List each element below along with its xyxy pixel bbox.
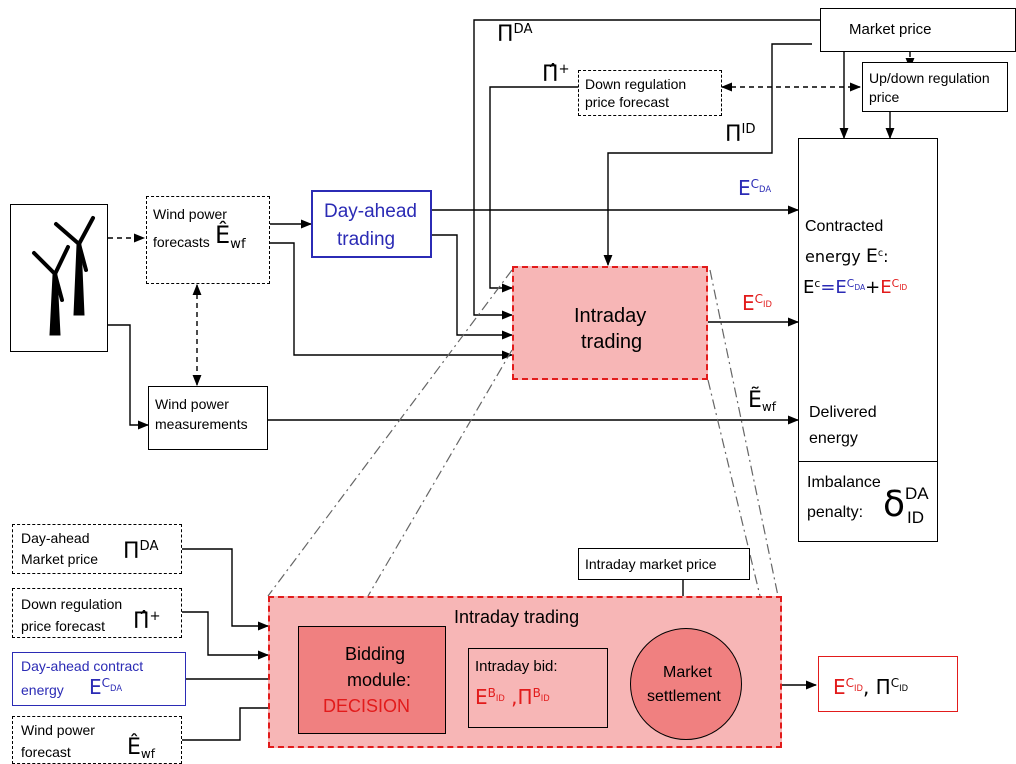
intraday-line2: trading xyxy=(581,331,643,353)
pi-id-label: ΠID xyxy=(725,122,756,147)
delta-da-id-label: δ xyxy=(883,484,906,525)
down-reg-b-line1: Down regulation xyxy=(21,596,123,612)
intraday-trading-box: Intraday trading xyxy=(512,266,708,380)
wind-measurements-box: Wind power measurements xyxy=(148,386,268,450)
wind-forecast-line2: forecasts xyxy=(153,234,210,250)
arrow-turbine-measurements xyxy=(108,324,150,430)
arrow-marketprice-pi-id xyxy=(603,43,812,267)
arrow-downreg-intraday xyxy=(489,86,578,293)
wind-forecast-line1: Wind power xyxy=(153,206,227,222)
contracted-line2: energy Ec: xyxy=(805,245,889,267)
e-tilde-wf-label: Ẽwf xyxy=(748,388,777,415)
down-reg-bottom-box: Down regulation price forecast Π̂+ xyxy=(12,588,182,638)
wind-fc-line2: forecast xyxy=(21,744,71,760)
pi-da-bottom-label: ΠDA xyxy=(123,539,159,564)
down-regulation-forecast-box: Down regulation price forecast xyxy=(578,70,722,116)
arrow-daprice-module xyxy=(182,548,270,631)
arrow-downreg-module xyxy=(182,611,270,660)
arrow-dayahead-intraday xyxy=(432,234,514,340)
contract-settlement-box: Contracted energy Ec: Ec=ECDA+ECID Deliv… xyxy=(798,138,938,542)
bidding-module-box: Bidding module: DECISION xyxy=(298,626,446,734)
wind-farm-box xyxy=(10,204,108,352)
delivered-line1: Delivered xyxy=(809,404,877,421)
market-price-box: Market price xyxy=(820,8,1016,52)
da-market-price-box: Day-ahead Market price ΠDA xyxy=(12,524,182,574)
da-contract-box: Day-ahead contract energy ECDA xyxy=(12,652,186,706)
e-hat-wf-bottom-label: Êwf xyxy=(127,735,156,762)
e-c-da-label: ECDA xyxy=(738,176,772,200)
down-reg-line1: Down regulation xyxy=(585,76,687,92)
intraday-zoom-title: Intraday trading xyxy=(454,607,580,627)
intraday-market-price-box: Intraday market price xyxy=(578,548,750,580)
imbalance-divider xyxy=(799,461,937,462)
intraday-zoom-box: Intraday trading Bidding module: DECISIO… xyxy=(268,596,782,748)
da-contract-line1: Day-ahead contract xyxy=(21,658,144,674)
updown-price-line2: price xyxy=(869,89,900,105)
market-settlement-circle: Market settlement xyxy=(630,628,742,740)
output-box: ECID, ΠCID xyxy=(818,656,958,712)
e-c-id-label: ECID xyxy=(742,291,772,315)
intraday-bid-label: Intraday bid: xyxy=(475,658,558,675)
arrow-marketprice-intraday xyxy=(473,19,820,320)
da-price-line1: Day-ahead xyxy=(21,530,90,546)
down-reg-line2: price forecast xyxy=(585,94,670,110)
imbalance-line2: penalty: xyxy=(807,504,864,521)
intraday-bid-box: Intraday bid: EBID ,ΠBID xyxy=(468,648,608,728)
wind-turbine-icon xyxy=(32,216,95,336)
imbalance-line1: Imbalance xyxy=(807,474,881,491)
delivered-line2: energy xyxy=(809,430,858,447)
down-reg-b-line2: price forecast xyxy=(21,618,106,634)
e-hat-wf-label: Êwf xyxy=(215,221,246,252)
bidding-line1: Bidding xyxy=(345,644,406,664)
pi-hat-plus-label: Π̂+ xyxy=(542,62,570,87)
output-symbols: ECID, ΠCID xyxy=(833,675,909,699)
wind-fc-bottom-box: Wind power forecast Êwf xyxy=(12,716,182,764)
zoom-line-1 xyxy=(267,269,513,597)
zoom-line-4 xyxy=(707,379,761,597)
bidding-line3: DECISION xyxy=(323,696,411,716)
settlement-line1: Market xyxy=(663,664,712,681)
zoom-line-2 xyxy=(367,349,513,597)
measure-line2: measurements xyxy=(155,416,248,432)
day-ahead-trading-box: Day-ahead trading xyxy=(311,190,432,258)
bidding-line2: module: xyxy=(347,670,412,690)
wind-fc-line1: Wind power xyxy=(21,722,95,738)
wind-forecast-box: Wind power forecasts Êwf xyxy=(146,196,270,284)
pi-hat-plus-bottom-label: Π̂+ xyxy=(133,609,161,634)
market-price-label: Market price xyxy=(849,21,932,38)
settlement-line2: settlement xyxy=(647,688,721,705)
da-contract-line2: energy xyxy=(21,682,64,698)
updown-price-line1: Up/down regulation xyxy=(869,70,990,86)
pi-da-label: ΠDA xyxy=(497,22,533,47)
zoom-line-3 xyxy=(709,269,779,597)
day-ahead-line2: trading xyxy=(337,229,396,250)
da-price-line2: Market price xyxy=(21,551,99,567)
delta-da-sup: DA xyxy=(905,484,929,503)
e-c-da-bottom-label: ECDA xyxy=(89,675,123,699)
bid-symbols: EBID ,ΠBID xyxy=(475,685,550,709)
measure-line1: Wind power xyxy=(155,396,229,412)
contracted-line1: Contracted xyxy=(805,218,884,235)
arrow-forecast-intraday xyxy=(270,242,514,360)
delta-id-sub: ID xyxy=(907,508,924,527)
intraday-line1: Intraday xyxy=(574,305,647,327)
intraday-market-price-label: Intraday market price xyxy=(585,556,717,572)
day-ahead-line1: Day-ahead xyxy=(324,201,417,222)
contracted-formula: Ec=ECDA+ECID xyxy=(803,276,908,298)
updown-price-box: Up/down regulation price xyxy=(862,62,1008,112)
